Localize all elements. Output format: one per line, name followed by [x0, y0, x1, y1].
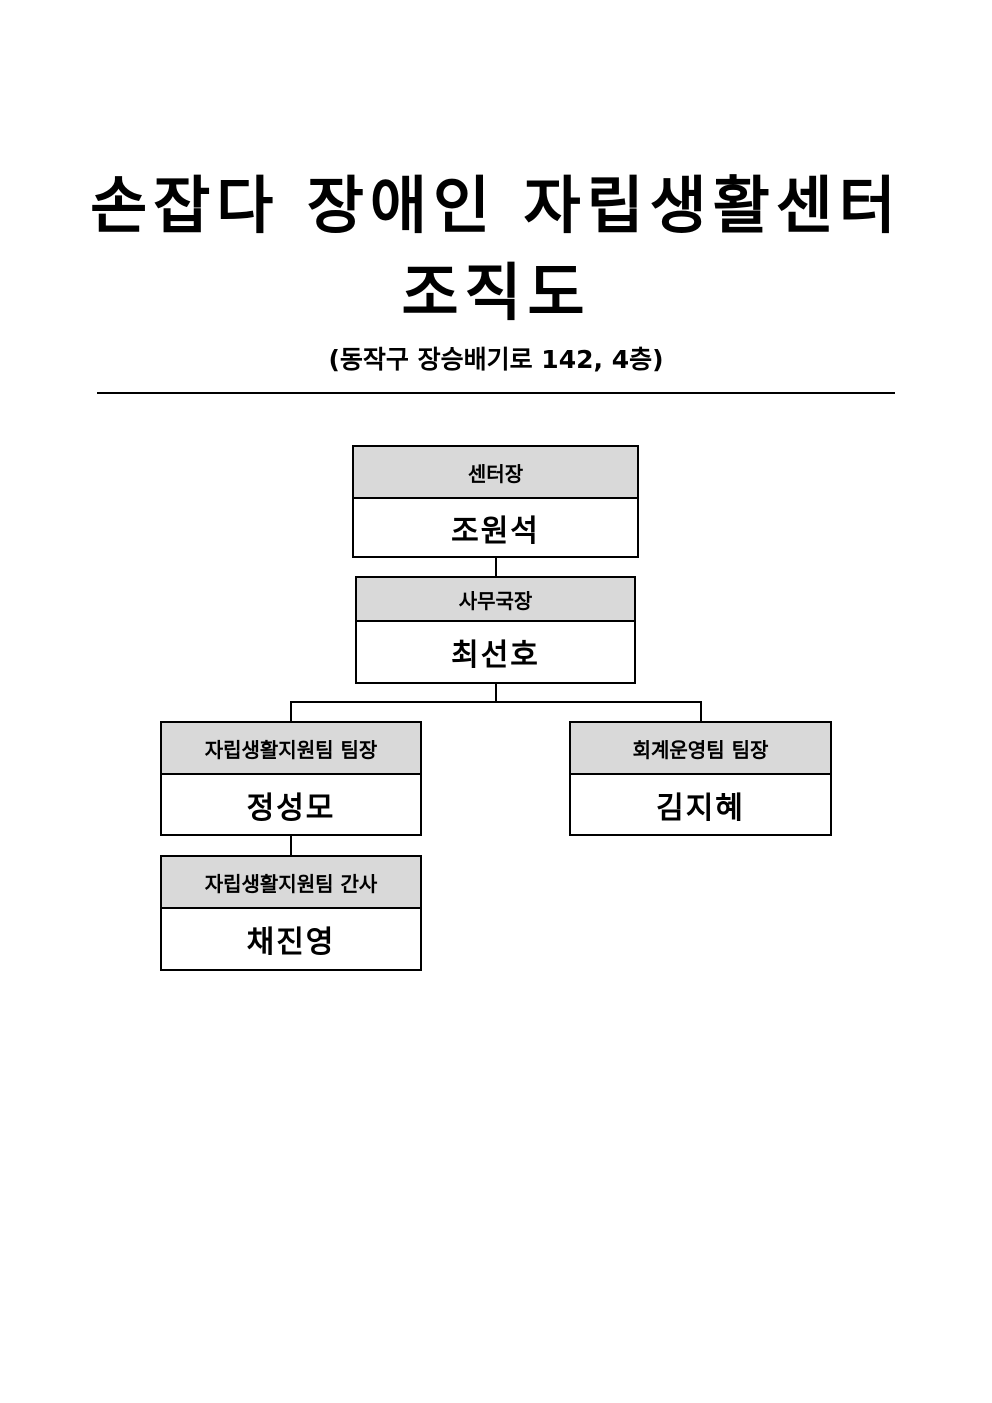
connector-line: [495, 682, 497, 703]
person-name: 정성모: [246, 790, 336, 826]
org-box-director: 센터장 조원석: [352, 445, 639, 558]
person-name: 김지혜: [656, 790, 745, 826]
role-label: 자립생활지원팀 팀장: [162, 723, 420, 775]
person-name: 최선호: [451, 638, 540, 673]
person-name: 채진영: [246, 925, 336, 960]
divider: [97, 392, 895, 394]
document-subtitle: 조직도: [401, 256, 591, 329]
role-label: 사무국장: [357, 578, 634, 622]
connector-line: [290, 701, 292, 723]
connector-line: [495, 556, 497, 578]
document-title: 손잡다 장애인 자립생활센터: [90, 169, 902, 242]
role-label: 회계운영팀 팀장: [571, 723, 830, 775]
org-box-support-team-staff: 자립생활지원팀 간사 채진영: [160, 855, 422, 971]
org-box-accounting-team-leader: 회계운영팀 팀장 김지혜: [569, 721, 832, 836]
org-box-secretary-general: 사무국장 최선호: [355, 576, 636, 684]
person-name: 조원석: [451, 513, 540, 549]
org-box-support-team-leader: 자립생활지원팀 팀장 정성모: [160, 721, 422, 836]
role-label: 자립생활지원팀 간사: [162, 857, 420, 909]
connector-line: [290, 701, 702, 703]
connector-line: [700, 701, 702, 723]
role-label: 센터장: [354, 447, 637, 499]
address: (동작구 장승배기로 142, 4층): [328, 345, 664, 374]
connector-line: [290, 834, 292, 857]
